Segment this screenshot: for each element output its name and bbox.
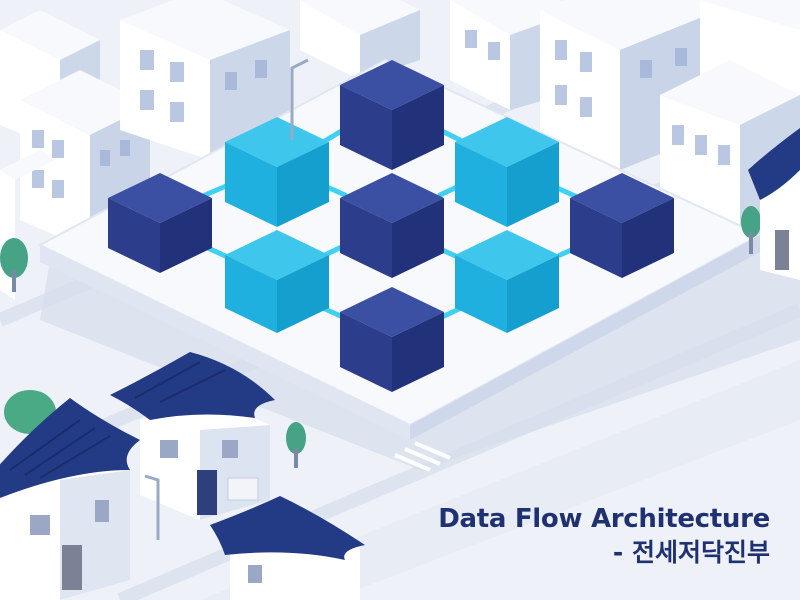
- caption-title: Data Flow Architecture: [438, 504, 770, 534]
- dark-cube-node: [570, 173, 674, 278]
- hanok-house: [210, 496, 365, 600]
- dark-cube-node: [340, 287, 444, 392]
- dark-cube-node: [340, 60, 444, 170]
- light-cube-node: [455, 230, 559, 333]
- tree: [286, 422, 306, 468]
- hanok-roof: [210, 496, 365, 560]
- hanok-roof: [0, 398, 140, 499]
- light-cube-node: [225, 230, 329, 333]
- dark-cube-node: [108, 173, 212, 273]
- street-lamp: [290, 58, 309, 140]
- caption: Data Flow Architecture - 전세저닥진부: [438, 502, 770, 570]
- building: [300, 0, 420, 80]
- hanok-house: [0, 398, 140, 600]
- tree: [0, 238, 28, 292]
- light-cube-node: [455, 117, 559, 227]
- building: [120, 0, 290, 160]
- cube-nodes: [108, 60, 674, 392]
- building: [20, 70, 150, 250]
- street-lamp: [144, 474, 160, 540]
- hanok-house: [110, 352, 275, 520]
- hanok-roof: [748, 128, 800, 200]
- caption-subtitle: - 전세저닥진부: [612, 538, 770, 567]
- dark-cube-node: [340, 173, 444, 278]
- light-cube-node: [225, 117, 329, 227]
- hanok-house: [748, 128, 800, 280]
- tree: [741, 206, 761, 254]
